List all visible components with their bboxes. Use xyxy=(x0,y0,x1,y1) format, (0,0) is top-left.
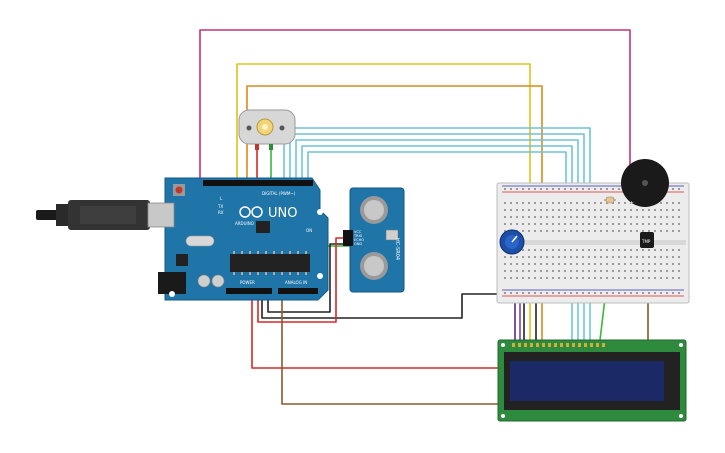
rx-label: RX xyxy=(218,210,224,215)
usb-port xyxy=(147,202,175,228)
atmega-chip xyxy=(230,254,310,272)
breadboard-holes xyxy=(504,188,680,294)
digital-header xyxy=(203,180,313,186)
capacitor-2 xyxy=(211,274,225,288)
wire-red-2[interactable] xyxy=(257,237,350,323)
digital-header-label: DIGITAL (PWM~) xyxy=(262,191,296,196)
power-header-label: POWER xyxy=(240,280,255,285)
lcd-display[interactable] xyxy=(497,339,687,422)
gnd-pin-label: GND xyxy=(354,242,362,246)
hcsr04-label: HC-SR04 xyxy=(394,238,400,260)
buzzer-icon[interactable]: + xyxy=(621,159,669,207)
wire-brown[interactable] xyxy=(281,293,500,405)
buzzer-plus-label: + xyxy=(629,200,634,207)
lcd-screen xyxy=(510,361,664,401)
tx-label: TX xyxy=(217,204,223,209)
l-label: L xyxy=(220,196,223,201)
capacitor-1 xyxy=(197,274,211,288)
crystal xyxy=(185,235,215,247)
analog-header xyxy=(278,288,318,294)
echo-pin-label: ECHO xyxy=(354,238,364,242)
tmp-label: TMP xyxy=(641,239,651,244)
board-uno-label: UNO xyxy=(268,206,297,221)
wire-cyan-5[interactable] xyxy=(307,151,567,210)
vcc-pin-label: VCC xyxy=(354,230,362,234)
analog-header-label: ANALOG IN xyxy=(285,280,307,285)
trig-pin-label: TRIG xyxy=(353,234,363,238)
potentiometer-icon[interactable] xyxy=(499,229,525,255)
power-jack xyxy=(158,272,186,294)
breadboard[interactable] xyxy=(496,182,690,304)
lcd-pins xyxy=(512,343,605,347)
dc-motor-icon[interactable] xyxy=(238,109,296,150)
arduino-logo-icon xyxy=(239,206,251,218)
arduino-uno[interactable]: UNO ARDUINO DIGITAL (PWM~) POWER ANALOG … xyxy=(147,177,329,301)
wire-red-1[interactable] xyxy=(251,293,500,369)
ultrasonic-sensor[interactable]: HC-SR04 VCC TRIG ECHO GND xyxy=(343,187,405,293)
on-label: ON xyxy=(306,228,312,233)
resistor-icon[interactable] xyxy=(604,196,616,204)
temperature-sensor[interactable]: TMP xyxy=(640,232,654,248)
power-header xyxy=(226,288,272,294)
brand-label: ARDUINO xyxy=(235,221,254,226)
